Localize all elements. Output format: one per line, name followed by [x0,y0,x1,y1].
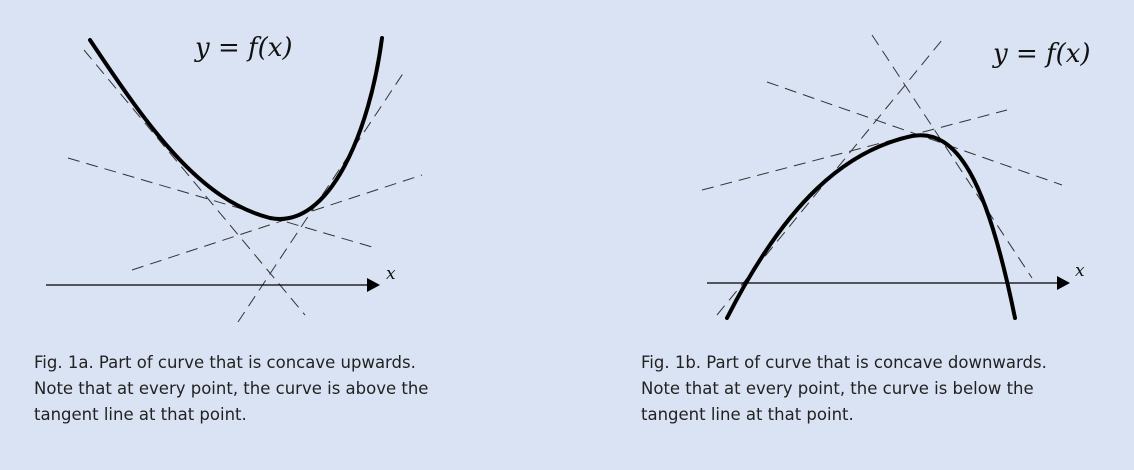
tangent-line-4 [871,34,1033,279]
tangent-line-3 [131,174,423,271]
caption-line-1: Fig. 1a. Part of curve that is concave u… [34,353,416,372]
figure-concave-up: x y = f(x) Fig. 1a. Part of curve that i… [34,33,534,428]
equation-label: y = f(x) [992,39,1091,69]
tangent-line-4 [237,71,405,323]
tangent-line-1 [83,49,306,316]
x-axis-label: x [1075,261,1085,281]
plot-concave-up: x y = f(x) [46,33,423,323]
caption-line-3: tangent line at that point. [641,405,854,424]
figure-concave-down: x y = f(x) Fig. 1b. Part of curve that i… [567,0,1134,470]
x-axis-arrowhead [1057,276,1070,290]
tangent-line-2 [67,157,373,248]
x-axis-arrowhead [367,278,380,292]
tangent-line-2 [701,109,1008,191]
caption-line-3: tangent line at that point. [34,405,247,424]
caption-line-1: Fig. 1b. Part of curve that is concave d… [641,353,1047,372]
concave-down-curve [725,133,1017,320]
plot-concave-down: x y = f(x) [701,34,1091,320]
tangent-line-3 [766,81,1063,186]
concave-up-curve [88,36,384,221]
equation-label: y = f(x) [194,33,293,63]
figure-caption: Fig. 1b. Part of curve that is concave d… [641,350,1134,428]
caption-line-2: Note that at every point, the curve is a… [34,379,429,398]
x-axis-label: x [386,264,396,284]
figure-caption: Fig. 1a. Part of curve that is concave u… [34,350,534,428]
caption-line-2: Note that at every point, the curve is b… [641,379,1034,398]
